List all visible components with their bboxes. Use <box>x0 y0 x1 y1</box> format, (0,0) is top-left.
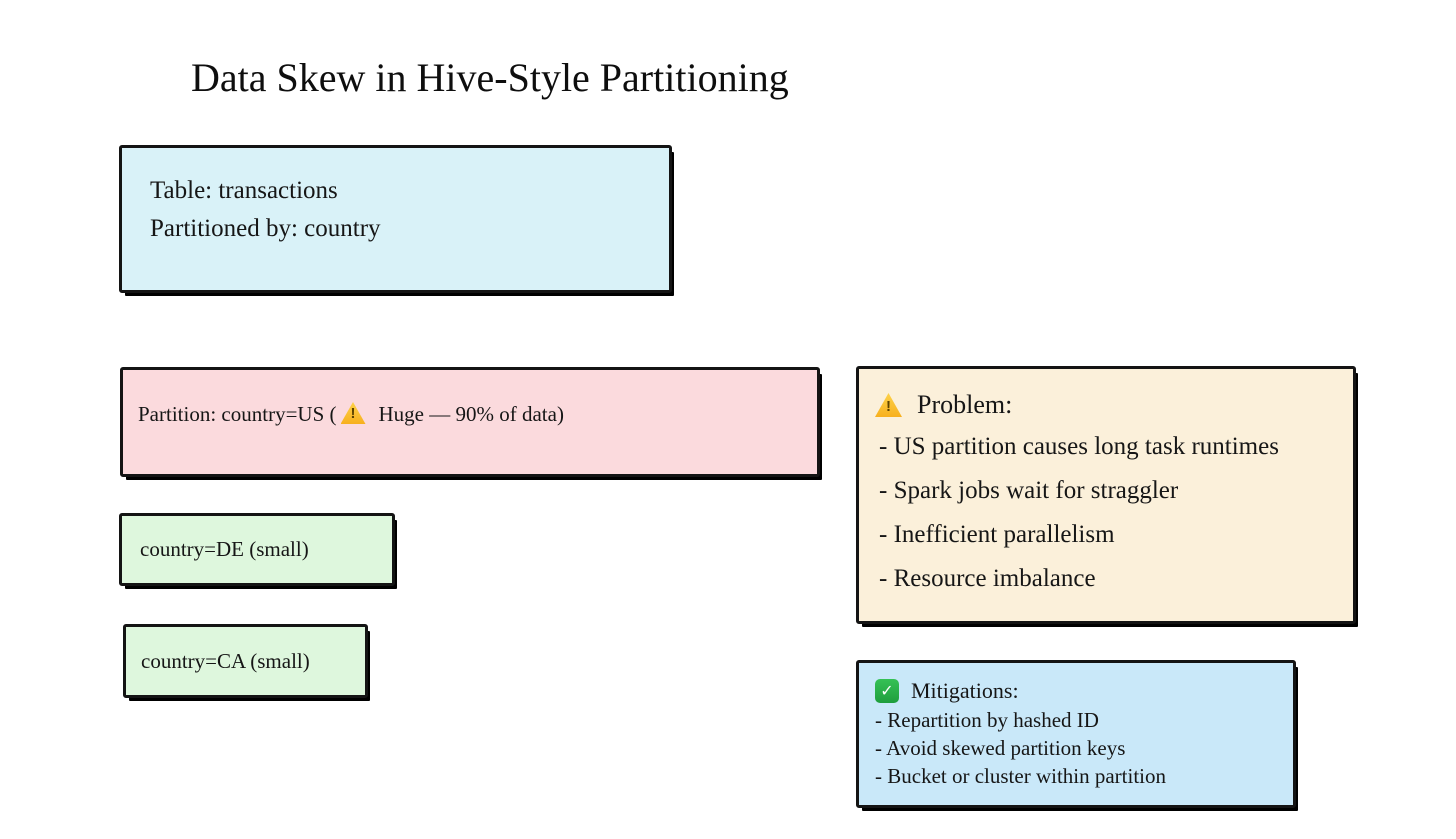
problem-item: - Inefficient parallelism <box>879 521 1115 548</box>
us-partition-box: Partition: country=US ( Huge — 90% of dat… <box>120 367 820 477</box>
check-icon <box>875 679 899 703</box>
mitigation-item: - Avoid skewed partition keys <box>875 736 1126 760</box>
warning-icon <box>875 393 902 417</box>
problem-list: - US partition causes long task runtimes… <box>875 425 1341 601</box>
problem-box: Problem: - US partition causes long task… <box>856 366 1356 624</box>
de-partition-label: country=DE (small) <box>140 537 309 561</box>
table-box-line2: Partitioned by: country <box>150 215 381 242</box>
ca-partition-box: country=CA (small) <box>123 624 368 698</box>
table-box: Table: transactions Partitioned by: coun… <box>119 145 672 293</box>
table-box-line1: Table: transactions <box>150 177 338 204</box>
problem-heading: Problem: <box>875 387 1341 423</box>
warning-icon <box>340 402 366 424</box>
mitigations-heading: Mitigations: <box>875 676 1283 706</box>
page-title: Data Skew in Hive-Style Partitioning <box>191 55 789 100</box>
us-partition-text-after: Huge — 90% of data) <box>378 402 564 426</box>
problem-heading-label: Problem: <box>917 390 1013 419</box>
mitigation-item: - Bucket or cluster within partition <box>875 764 1167 788</box>
de-partition-box: country=DE (small) <box>119 513 395 586</box>
us-partition-text-before: Partition: country=US ( <box>138 402 337 426</box>
mitigation-item: - Repartition by hashed ID <box>875 708 1099 732</box>
problem-item: - Resource imbalance <box>879 565 1096 592</box>
mitigations-heading-label: Mitigations: <box>911 678 1019 703</box>
problem-item: - US partition causes long task runtimes <box>879 433 1279 460</box>
problem-item: - Spark jobs wait for straggler <box>879 477 1179 504</box>
mitigations-box: Mitigations: - Repartition by hashed ID … <box>856 660 1296 808</box>
ca-partition-label: country=CA (small) <box>141 648 310 673</box>
mitigations-list: - Repartition by hashed ID - Avoid skewe… <box>875 706 1283 790</box>
